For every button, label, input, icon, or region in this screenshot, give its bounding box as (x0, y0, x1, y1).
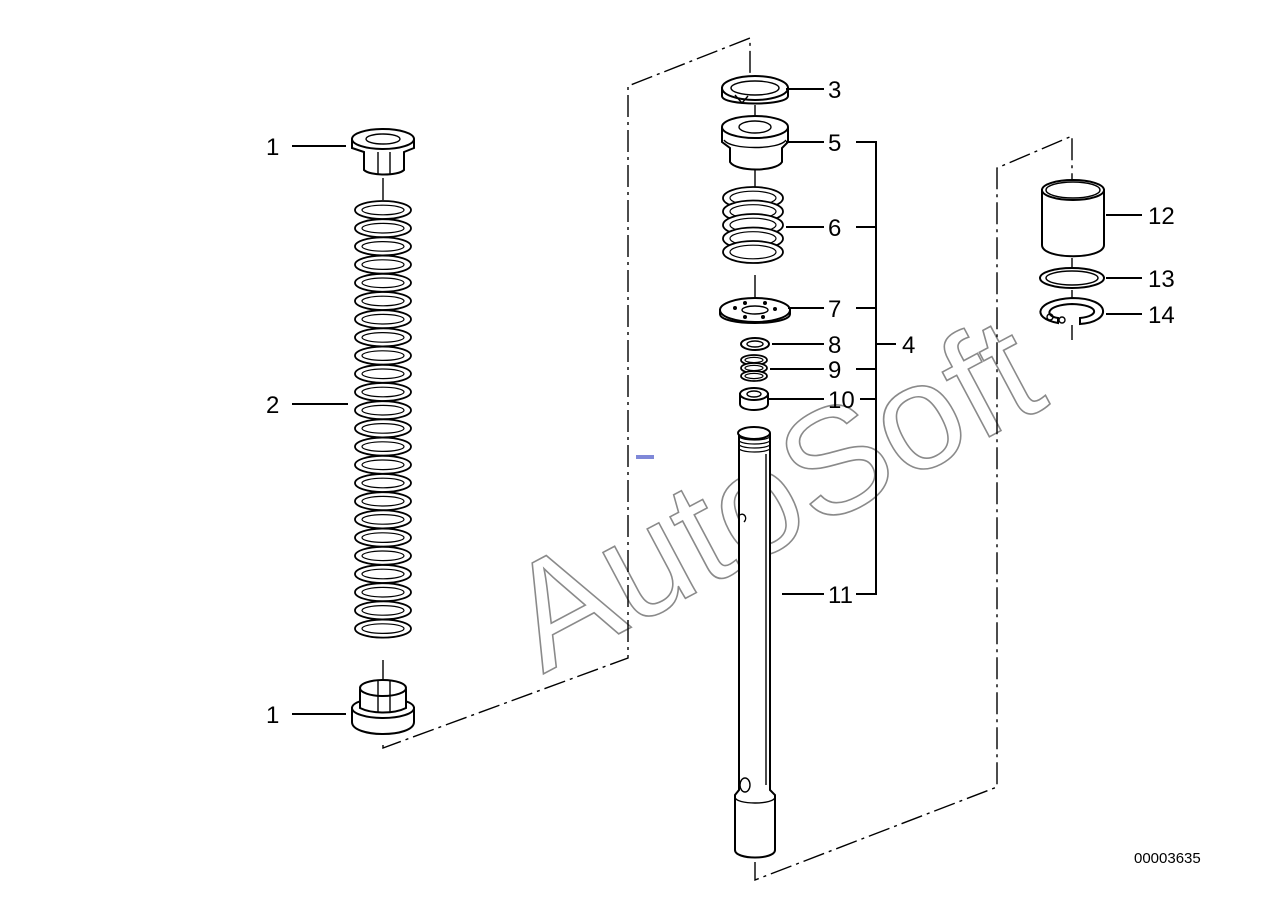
callout-6: 6 (828, 215, 841, 242)
coil-turn-inner (361, 277, 405, 289)
coil-turn-inner (361, 295, 405, 307)
coil-turn-inner (361, 550, 405, 562)
thread-line (738, 444, 771, 449)
coil-turn (354, 509, 412, 530)
coil-turn-inner (361, 623, 405, 634)
coil-turn (354, 309, 412, 330)
coil-turn-inner (361, 495, 405, 507)
callout-9: 9 (828, 357, 841, 384)
coil-turn-inner (729, 244, 777, 260)
coil-turn-inner (361, 605, 405, 616)
bushing-bottom (351, 679, 415, 735)
coil-turn-inner (361, 386, 405, 398)
leader-lines (292, 88, 1142, 715)
coil-turn-inner (361, 586, 405, 598)
coil-turn (354, 454, 412, 475)
callout-10: 10 (828, 387, 855, 414)
washer-plate (719, 297, 791, 324)
coil-turn (354, 382, 412, 402)
coil-turn (354, 600, 412, 621)
callout-11: 11 (828, 582, 853, 609)
document-number: 00003635 (1134, 850, 1201, 867)
coil-turn-inner (361, 459, 405, 471)
callout-1-top: 1 (266, 134, 279, 161)
coil-turn-inner (361, 423, 405, 434)
coil-turn (722, 240, 784, 264)
callout-12: 12 (1148, 203, 1175, 230)
spring-seat (721, 115, 789, 171)
circlip (1039, 296, 1104, 326)
small-ring (740, 337, 770, 351)
watermark-mark (636, 455, 654, 459)
coil-turn-inner (361, 204, 405, 216)
coil-turn (354, 473, 412, 493)
small-spring (740, 354, 768, 382)
coil-turn (354, 582, 412, 603)
bushing-top (351, 128, 415, 176)
coil-turn-inner (361, 350, 405, 362)
coil-turn-inner (361, 332, 405, 343)
callout-4: 4 (902, 332, 915, 359)
split-ring (721, 75, 789, 105)
thread-line (738, 436, 771, 441)
coil-turn-inner (361, 313, 405, 325)
coil-turn (354, 236, 412, 257)
coil-turn (354, 418, 412, 439)
short-spring (722, 186, 784, 264)
coil-turn (354, 327, 412, 348)
coil-turn (354, 291, 412, 311)
callout-14: 14 (1148, 302, 1175, 329)
coil-turn (354, 527, 412, 548)
coil-turn-inner (361, 514, 405, 525)
coil-turn (354, 618, 412, 639)
coil-turn (354, 272, 412, 293)
coil-turn (354, 363, 412, 384)
coil-turn (354, 491, 412, 512)
sleeve (1041, 179, 1105, 258)
callout-13: 13 (1148, 266, 1175, 293)
coil-turn (354, 218, 412, 239)
coil-turn (354, 345, 412, 366)
callout-3: 3 (828, 77, 841, 104)
valve (739, 387, 769, 411)
coil-turn-inner (744, 372, 764, 380)
coil-turn-inner (361, 477, 405, 489)
callout-2: 2 (266, 392, 279, 419)
ring (1039, 267, 1105, 289)
coil-turn (354, 400, 412, 421)
tube (734, 426, 776, 859)
coil-turn-inner (361, 259, 405, 271)
callout-1-bottom: 1 (266, 702, 279, 729)
coil-turn-inner (361, 568, 405, 580)
coil-turn (354, 200, 412, 220)
coil-turn-inner (361, 222, 405, 234)
coil-turn (354, 254, 412, 275)
coil-spring (354, 200, 412, 639)
coil-turn-inner (361, 441, 405, 453)
coil-turn-inner (361, 404, 405, 416)
callout-labels: 1 1 2 3 4 5 6 7 8 9 10 11 12 13 14 (266, 77, 1175, 729)
callout-5: 5 (828, 130, 841, 157)
coil-turn-inner (361, 532, 405, 543)
thread-line (738, 448, 771, 453)
coil-turn-inner (361, 368, 405, 380)
watermark: AutoSoft (479, 284, 1066, 702)
callout-8: 8 (828, 332, 841, 359)
coil-turn (354, 436, 412, 457)
thread-line (738, 440, 771, 445)
assembly-lines (382, 36, 1073, 882)
coil-turn (354, 564, 412, 584)
coil-turn-inner (361, 240, 405, 252)
callout-7: 7 (828, 296, 841, 323)
coil-turn (354, 545, 412, 566)
